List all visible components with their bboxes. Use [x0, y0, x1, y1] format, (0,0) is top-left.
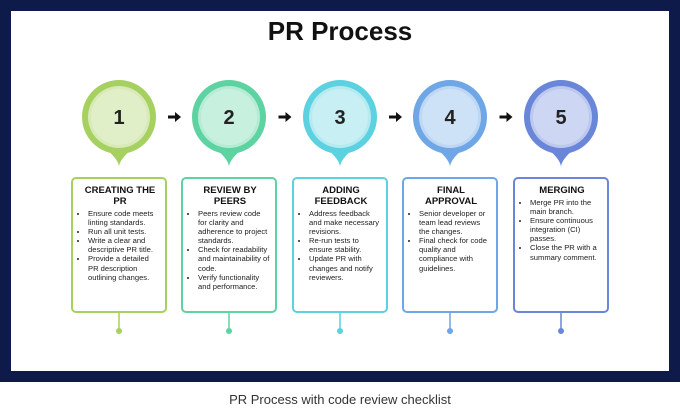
step-inner-highlight	[201, 89, 257, 145]
step-card: REVIEW BY PEERSPeers review code for cla…	[181, 177, 277, 313]
step-arrow-icon	[168, 112, 181, 122]
checklist-item: Provide a detailed PR description outlin…	[88, 254, 161, 281]
step-leader-dot	[337, 328, 343, 334]
step-heading: ADDING FEEDBACK	[314, 185, 368, 207]
checklist-item: Re-run tests to ensure stability.	[309, 236, 382, 254]
step-leader-dot	[447, 328, 453, 334]
checklist-item: Ensure code meets linting standards.	[88, 209, 161, 227]
step-arrow-icon	[278, 112, 292, 122]
image-caption: PR Process with code review checklist	[229, 392, 451, 407]
checklist-item: Write a clear and descriptive PR title.	[88, 236, 161, 254]
step-number: 5	[555, 107, 566, 129]
step-card: MERGING Merge PR into the main branch.Ens…	[513, 177, 609, 313]
checklist-item: Address feedback and make necessary revi…	[309, 209, 382, 236]
step-card: FINAL APPROVALSenior developer or team l…	[402, 177, 498, 313]
checklist-item: Close the PR with a summary comment.	[530, 243, 603, 261]
step-inner-circle	[309, 86, 371, 148]
step-checklist: Peers review code for clarity and adhere…	[189, 209, 271, 291]
step-checklist: Address feedback and make necessary revi…	[300, 209, 382, 282]
step-leader-dot	[226, 328, 232, 334]
checklist-item: Check for readability and maintainabilit…	[198, 245, 271, 272]
process-diagram: 1 2 3 4 5	[82, 80, 598, 334]
step-arrow-icon	[389, 112, 402, 122]
checklist-item: Verify functionality and performance.	[198, 273, 271, 291]
step-inner-circle	[419, 86, 481, 148]
checklist-item: Ensure continuous integration (CI) passe…	[530, 216, 603, 243]
step-heading: CREATING THE PR	[84, 185, 156, 207]
page-title: PR Process	[267, 16, 413, 46]
step-heading: MERGING	[539, 185, 585, 196]
step-leader-dot	[558, 328, 564, 334]
step-inner-highlight	[91, 89, 147, 145]
step-number: 4	[444, 107, 456, 129]
checklist-item: Peers review code for clarity and adhere…	[198, 209, 271, 245]
step-heading: FINAL APPROVAL	[424, 185, 478, 207]
step-card: CREATING THE PREnsure code meets linting…	[71, 177, 167, 313]
step-checklist: Ensure code meets linting standards.Run …	[79, 209, 161, 282]
step-inner-circle	[198, 86, 260, 148]
step-checklist: Merge PR into the main branch.Ensure con…	[521, 198, 603, 262]
step-checklist: Senior developer or team lead reviews th…	[410, 209, 492, 273]
step-inner-circle	[530, 86, 592, 148]
checklist-item: Run all unit tests.	[88, 227, 161, 236]
step-inner-highlight	[422, 89, 478, 145]
checklist-item: Merge PR into the main branch.	[530, 198, 603, 216]
step-heading: REVIEW BY PEERS	[203, 185, 257, 207]
step-arrow-icon	[499, 112, 513, 122]
step-number: 3	[334, 107, 345, 129]
step-inner-circle	[88, 86, 150, 148]
step-leader-dot	[116, 328, 122, 334]
checklist-item: Senior developer or team lead reviews th…	[419, 209, 492, 236]
step-card: ADDING FEEDBACKAddress feedback and make…	[292, 177, 388, 313]
step-inner-highlight	[312, 89, 368, 145]
checklist-item: Update PR with changes and notify review…	[309, 254, 382, 281]
checklist-item: Final check for code quality and complia…	[419, 236, 492, 272]
step-inner-highlight	[533, 89, 589, 145]
step-number: 1	[113, 107, 124, 129]
step-number: 2	[223, 107, 234, 129]
